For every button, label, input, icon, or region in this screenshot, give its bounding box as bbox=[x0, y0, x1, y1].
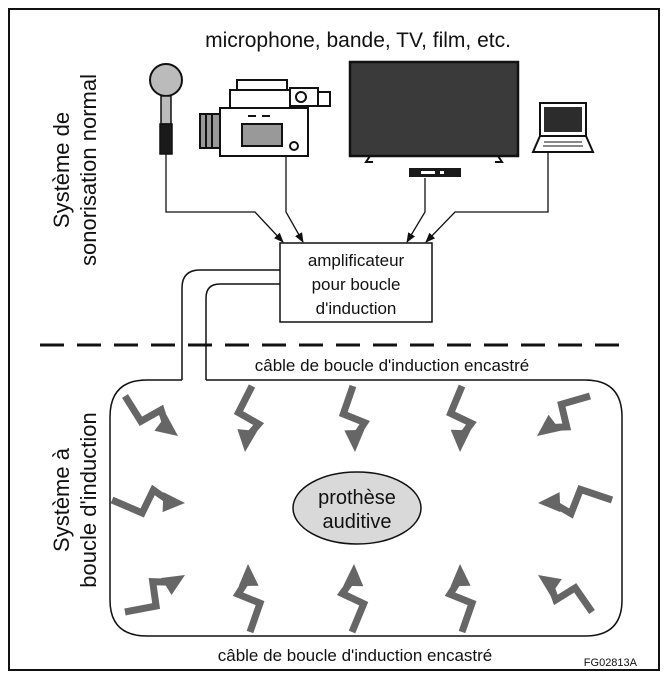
hearing-aid-ellipse bbox=[292, 471, 422, 545]
field-arrow-head-9 bbox=[238, 564, 259, 587]
tv-signal-line bbox=[406, 178, 426, 243]
field-arrow-head-2 bbox=[237, 429, 258, 452]
field-arrow-8 bbox=[124, 578, 174, 616]
figure-frame bbox=[8, 8, 660, 671]
amplifier-output-cable-inner bbox=[205, 283, 280, 380]
loop-system-label-line2: boucle d'induction bbox=[76, 412, 101, 587]
field-arrow-head-7 bbox=[538, 492, 561, 513]
mic-signal-line bbox=[165, 154, 284, 243]
field-arrow-head-3 bbox=[344, 429, 365, 452]
magnetic-field-arrows bbox=[110, 384, 614, 634]
field-arrow-head-4 bbox=[450, 429, 471, 452]
field-arrow-7 bbox=[550, 485, 614, 519]
induction-loop-cable bbox=[109, 379, 623, 637]
loop-system-label-line1: Système à bbox=[49, 447, 74, 552]
hearing-aid-label-line2: auditive bbox=[323, 511, 392, 533]
field-arrow-head-6 bbox=[162, 492, 185, 513]
normal-system-label-line1: Système de bbox=[49, 112, 74, 228]
field-arrow-6 bbox=[110, 484, 174, 518]
sources-label: microphone, bande, TV, film, etc. bbox=[205, 29, 511, 52]
video-camera-icon bbox=[199, 79, 331, 157]
figure-code: FG02813A bbox=[584, 657, 638, 669]
microphone-icon bbox=[149, 63, 183, 155]
amplifier-output-cable-outer bbox=[181, 269, 280, 380]
camera-signal-line bbox=[285, 156, 304, 243]
amplifier-label-line2: pour boucle bbox=[312, 275, 401, 294]
amplifier-box bbox=[279, 242, 433, 323]
field-arrow-head-11 bbox=[450, 564, 471, 587]
normal-system-label-line2: sonorisation normal bbox=[76, 74, 101, 266]
cable-bottom-label: câble de boucle d'induction encastré bbox=[218, 646, 493, 665]
set-top-box-icon bbox=[409, 168, 461, 177]
laptop-icon bbox=[531, 102, 595, 153]
field-arrow-head-5 bbox=[537, 414, 561, 436]
field-arrow-head-10 bbox=[343, 564, 364, 587]
signal-lines bbox=[165, 152, 549, 243]
field-arrow-head-12 bbox=[538, 575, 562, 596]
amplifier-label-line1: amplificateur bbox=[308, 251, 405, 270]
field-arrow-head-1 bbox=[154, 414, 178, 436]
tv-icon bbox=[348, 60, 520, 163]
cable-top-label: câble de boucle d'induction encastré bbox=[255, 356, 530, 375]
amplifier-label-line3: d'induction bbox=[316, 299, 397, 318]
laptop-signal-line bbox=[425, 152, 549, 243]
field-arrow-head-8 bbox=[161, 575, 185, 596]
hearing-aid-label-line1: prothèse bbox=[318, 487, 396, 509]
